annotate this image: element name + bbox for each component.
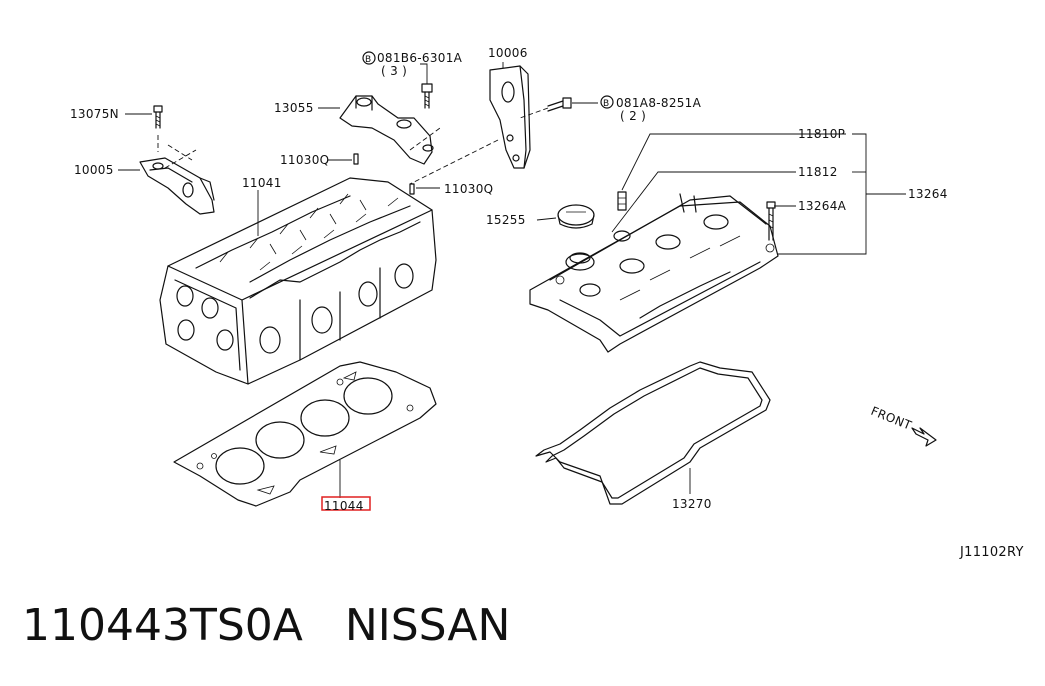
- label-qty-3: ( 3 ): [381, 64, 407, 78]
- label-11030q-upper: 11030Q: [280, 153, 329, 167]
- pcv-valve-11810p-drawing: [613, 191, 631, 242]
- label-13055: 13055: [274, 101, 314, 115]
- svg-text:B: B: [365, 55, 371, 65]
- label-13264a: 13264A: [798, 199, 847, 213]
- label-13264: 13264: [908, 187, 948, 201]
- label-qty-2: ( 2 ): [620, 109, 646, 123]
- bolt-symbol-1: B: [362, 51, 376, 65]
- label-11044: 11044: [324, 499, 364, 513]
- cylinder-head-11041-drawing: [159, 177, 437, 385]
- label-15255: 15255: [486, 213, 526, 227]
- label-front: FRONT: [869, 404, 914, 433]
- bolt-symbol-2: B: [600, 95, 614, 109]
- label-13075n: 13075N: [70, 107, 119, 121]
- highlight-box-11044: [321, 496, 371, 511]
- dowel-11030q-drawing: [353, 153, 415, 195]
- head-gasket-11044-drawing: [173, 361, 437, 507]
- valve-cover-13264-drawing: [529, 193, 779, 353]
- label-11812: 11812: [798, 165, 838, 179]
- bracket-10005-drawing: [139, 157, 215, 215]
- label-13270: 13270: [672, 497, 712, 511]
- footer-brand: NISSAN: [344, 600, 511, 651]
- label-10006: 10006: [488, 46, 528, 60]
- bolt-081a8-drawing: [547, 97, 572, 112]
- label-11810p: 11810P: [798, 127, 845, 141]
- bracket-10006-drawing: [489, 65, 531, 169]
- front-arrow: [911, 427, 937, 447]
- footer-part-number: 110443TS0A: [22, 600, 303, 651]
- diagram-code: J11102RY: [959, 545, 1024, 560]
- cover-gasket-13270-drawing: [535, 361, 771, 505]
- bolt-13075n-drawing: [153, 105, 163, 129]
- label-11030q-lower: 11030Q: [444, 182, 493, 196]
- label-11041: 11041: [242, 176, 282, 190]
- bolt-081b6-drawing: [421, 83, 433, 109]
- bracket-13055-drawing: [339, 95, 434, 165]
- svg-text:B: B: [603, 99, 609, 109]
- label-081b6-6301a: 081B6-6301A: [377, 51, 463, 65]
- label-081a8-8251a: 081A8-8251A: [616, 96, 702, 110]
- oil-cap-15255-drawing: [557, 204, 595, 229]
- label-10005: 10005: [74, 163, 114, 177]
- footer-caption: 110443TS0A NISSAN: [22, 600, 510, 651]
- bolt-13264a-drawing: [766, 201, 776, 241]
